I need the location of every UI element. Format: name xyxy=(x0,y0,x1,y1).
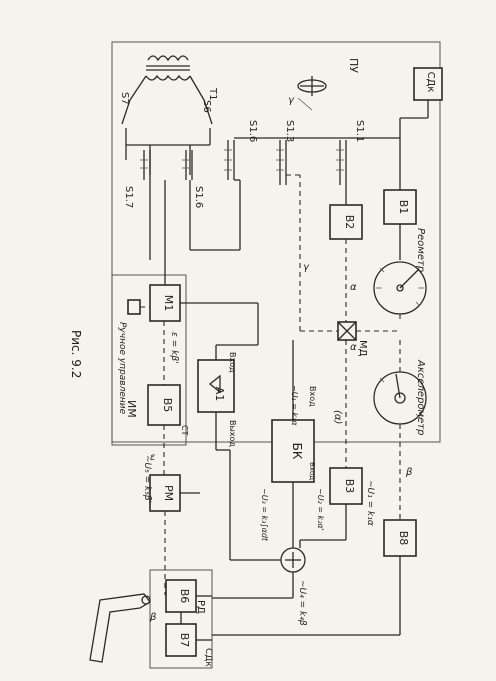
label-bk: БК xyxy=(290,443,304,460)
signal-eps: ε xyxy=(150,452,156,463)
label-st: СТ xyxy=(180,425,189,436)
signal-u3: ~U₃ = k₃∫αdt xyxy=(260,488,269,542)
label-a1-in: Вход xyxy=(228,352,237,373)
label-b2: В2 xyxy=(343,215,356,230)
block-a1 xyxy=(197,359,235,413)
label-b8: В8 xyxy=(397,531,410,546)
label-manual-control: Ручное управление xyxy=(117,322,127,415)
label-s1-6-lower: S1.6 xyxy=(193,186,204,208)
label-b7: В7 xyxy=(178,633,191,648)
label-s7: S7 xyxy=(119,92,130,105)
label-s1-6-upper: S1.6 xyxy=(247,120,258,142)
label-im: ИМ xyxy=(125,400,138,418)
label-bk-in: Вход xyxy=(308,386,317,407)
label-b6: В6 xyxy=(178,589,191,604)
summing-node xyxy=(280,547,306,573)
label-b1: В1 xyxy=(397,200,410,215)
label-variometer: Реометр xyxy=(415,228,426,272)
label-s6: S6 xyxy=(201,100,212,113)
label-rd: РД xyxy=(195,600,206,614)
label-b3: В3 xyxy=(343,479,356,494)
switch-s1-1 xyxy=(336,140,347,185)
figure-caption: Рис. 9.2 xyxy=(69,330,83,378)
label-s1-1: S1.1 xyxy=(354,120,365,142)
signal-gamma-2: γ xyxy=(288,95,295,106)
manual-control-knob xyxy=(127,299,141,315)
label-bk-out: Вход xyxy=(308,462,316,480)
gyro-sensor-icon xyxy=(297,76,327,111)
pu-frame xyxy=(111,41,441,443)
label-b5: В5 xyxy=(161,398,174,413)
block-sdk-top xyxy=(413,67,443,101)
block-pm xyxy=(149,474,181,512)
label-pu: ПУ xyxy=(347,58,360,73)
im-frame xyxy=(111,274,187,446)
switch-s7 xyxy=(121,99,131,145)
switch-s1-6-lower xyxy=(182,150,193,180)
label-pm: РМ xyxy=(162,485,175,501)
signal-alpha-2: α xyxy=(350,342,357,353)
label-t1: Т1 xyxy=(207,87,218,100)
block-b8 xyxy=(383,519,417,557)
switch-s1-7 xyxy=(140,150,151,180)
rd-frame xyxy=(149,569,213,669)
signal-alpha-paren: (α) xyxy=(332,410,343,424)
signal-alpha-1: α xyxy=(350,282,357,293)
label-accelerometer: Акселерометр xyxy=(415,359,426,435)
label-md: МД xyxy=(357,340,368,357)
label-s1-3: S1.3 xyxy=(284,120,295,142)
md-junction xyxy=(337,321,357,341)
signal-u2: ~U₂ = k₂α' xyxy=(316,488,325,531)
block-m1 xyxy=(149,284,181,322)
block-b1 xyxy=(383,189,417,225)
switch-s1-6-upper xyxy=(224,140,235,180)
label-a1: А1 xyxy=(213,387,226,402)
switch-s6 xyxy=(203,99,213,145)
signal-u1: ~U₁ = k₁α xyxy=(365,480,375,526)
signal-beta: β xyxy=(405,467,413,478)
label-sdk-top: СДк xyxy=(425,72,436,93)
label-m1: М1 xyxy=(162,295,175,312)
signal-gamma: γ xyxy=(303,262,310,273)
label-sdk-bottom: СДк xyxy=(203,648,213,667)
signal-u4: ~U₄ = k₄β xyxy=(297,580,307,626)
signal-u-bk-in: ~U₁ = k₁α xyxy=(290,385,299,426)
signal-eps-eq: ε = kβ' xyxy=(169,332,179,364)
label-a1-out: Выход xyxy=(228,420,237,447)
signal-u5: ~U₅ = k₅β' xyxy=(142,455,152,503)
control-lever-icon xyxy=(89,593,151,663)
transformer-t1 xyxy=(129,55,205,101)
signal-beta-2: β xyxy=(149,612,157,623)
label-s1-7: S1.7 xyxy=(123,186,134,208)
switch-s1-3 xyxy=(276,140,287,185)
